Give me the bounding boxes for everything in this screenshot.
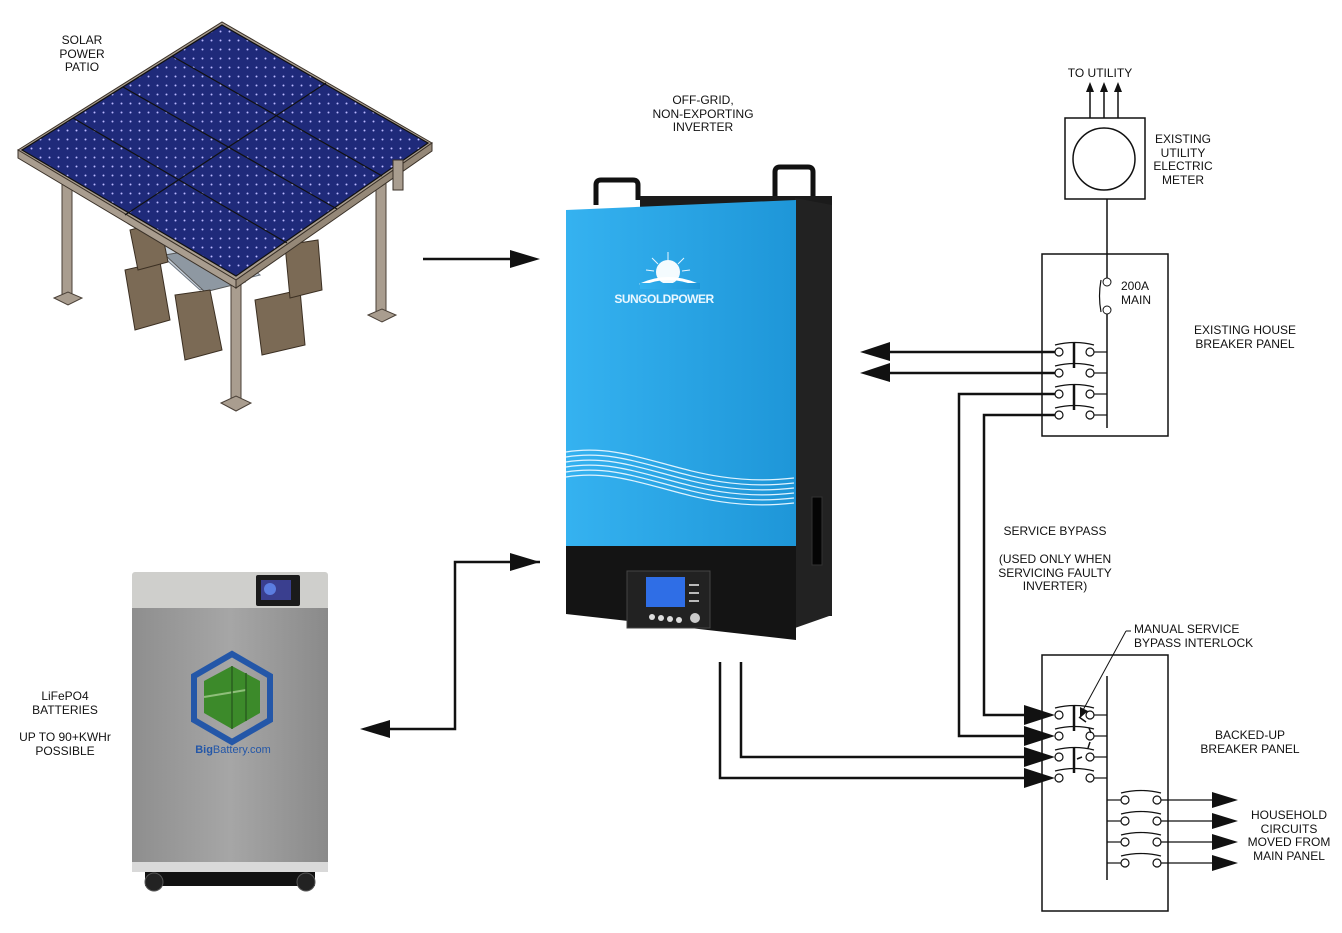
battery-type-label: LiFePO4 BATTERIES: [32, 689, 98, 717]
arrow-right-icon: [510, 553, 540, 571]
arrow-right-icon: [1024, 726, 1055, 746]
household-circuits-label: HOUSEHOLD CIRCUITS MOVED FROM MAIN PANEL: [1247, 808, 1331, 863]
inverter-brand: SUNGOLDPOWER: [614, 292, 714, 306]
service-bypass-title: SERVICE BYPASS: [1003, 524, 1107, 538]
arrow-right-icon: [1212, 855, 1238, 871]
interlock-leader-line: [1080, 630, 1131, 718]
arrow-right-icon: [1212, 834, 1238, 850]
battery-brand-big: Big: [195, 744, 213, 756]
arrow-left-icon: [360, 720, 390, 738]
interlock-label: MANUAL SERVICE BYPASS INTERLOCK: [1134, 622, 1254, 650]
sun-logo-icon: [639, 252, 700, 289]
arrow-left-icon: [860, 363, 890, 382]
inverter-illustration: [565, 164, 832, 640]
service-bypass-note: (USED ONLY WHEN SERVICING FAULTY INVERTE…: [998, 552, 1112, 593]
utility-meter: [1064, 82, 1146, 282]
inverter-label: OFF-GRID, NON-EXPORTING INVERTER: [652, 93, 754, 134]
arrow-up-icon: [1114, 82, 1122, 92]
arrow-right-icon: [1024, 768, 1055, 788]
solar-patio-illustration: [17, 21, 433, 412]
arrow-right-icon: [510, 250, 540, 268]
battery-brand-rest: Battery.com: [212, 744, 271, 756]
battery-capacity-label: UP TO 90+KWHr POSSIBLE: [19, 730, 111, 758]
battery-brand: BigBattery.com: [188, 744, 278, 758]
arrow-up-icon: [1086, 82, 1094, 92]
arrow-right-icon: [1024, 747, 1055, 767]
inverter-body: [566, 200, 796, 546]
meter-label: EXISTING UTILITY ELECTRIC METER: [1153, 132, 1213, 187]
inverter-waves: [565, 449, 795, 506]
arrow-up-icon: [1100, 82, 1108, 92]
backup-breaker-panel: [1041, 654, 1238, 912]
arrow-left-icon: [860, 342, 890, 361]
inverter-control-panel: [626, 570, 711, 629]
house-breaker-panel: [1041, 253, 1169, 437]
solar-patio-label: SOLAR POWER PATIO: [59, 33, 105, 74]
wiring: [388, 257, 1055, 780]
inverter-lcd-screen: [646, 577, 685, 607]
arrow-right-icon: [1212, 792, 1238, 808]
main-breaker-label: 200A MAIN: [1121, 279, 1151, 307]
house-panel-label: EXISTING HOUSE BREAKER PANEL: [1193, 323, 1297, 351]
battery-illustration: [132, 572, 328, 892]
arrow-right-icon: [1212, 813, 1238, 829]
bigbattery-logo: [191, 650, 273, 746]
arrow-right-icon: [1024, 705, 1055, 725]
wire-arrows: [360, 250, 1055, 788]
to-utility-label: TO UTILITY: [1067, 66, 1133, 80]
backup-panel-label: BACKED-UP BREAKER PANEL: [1200, 728, 1300, 756]
